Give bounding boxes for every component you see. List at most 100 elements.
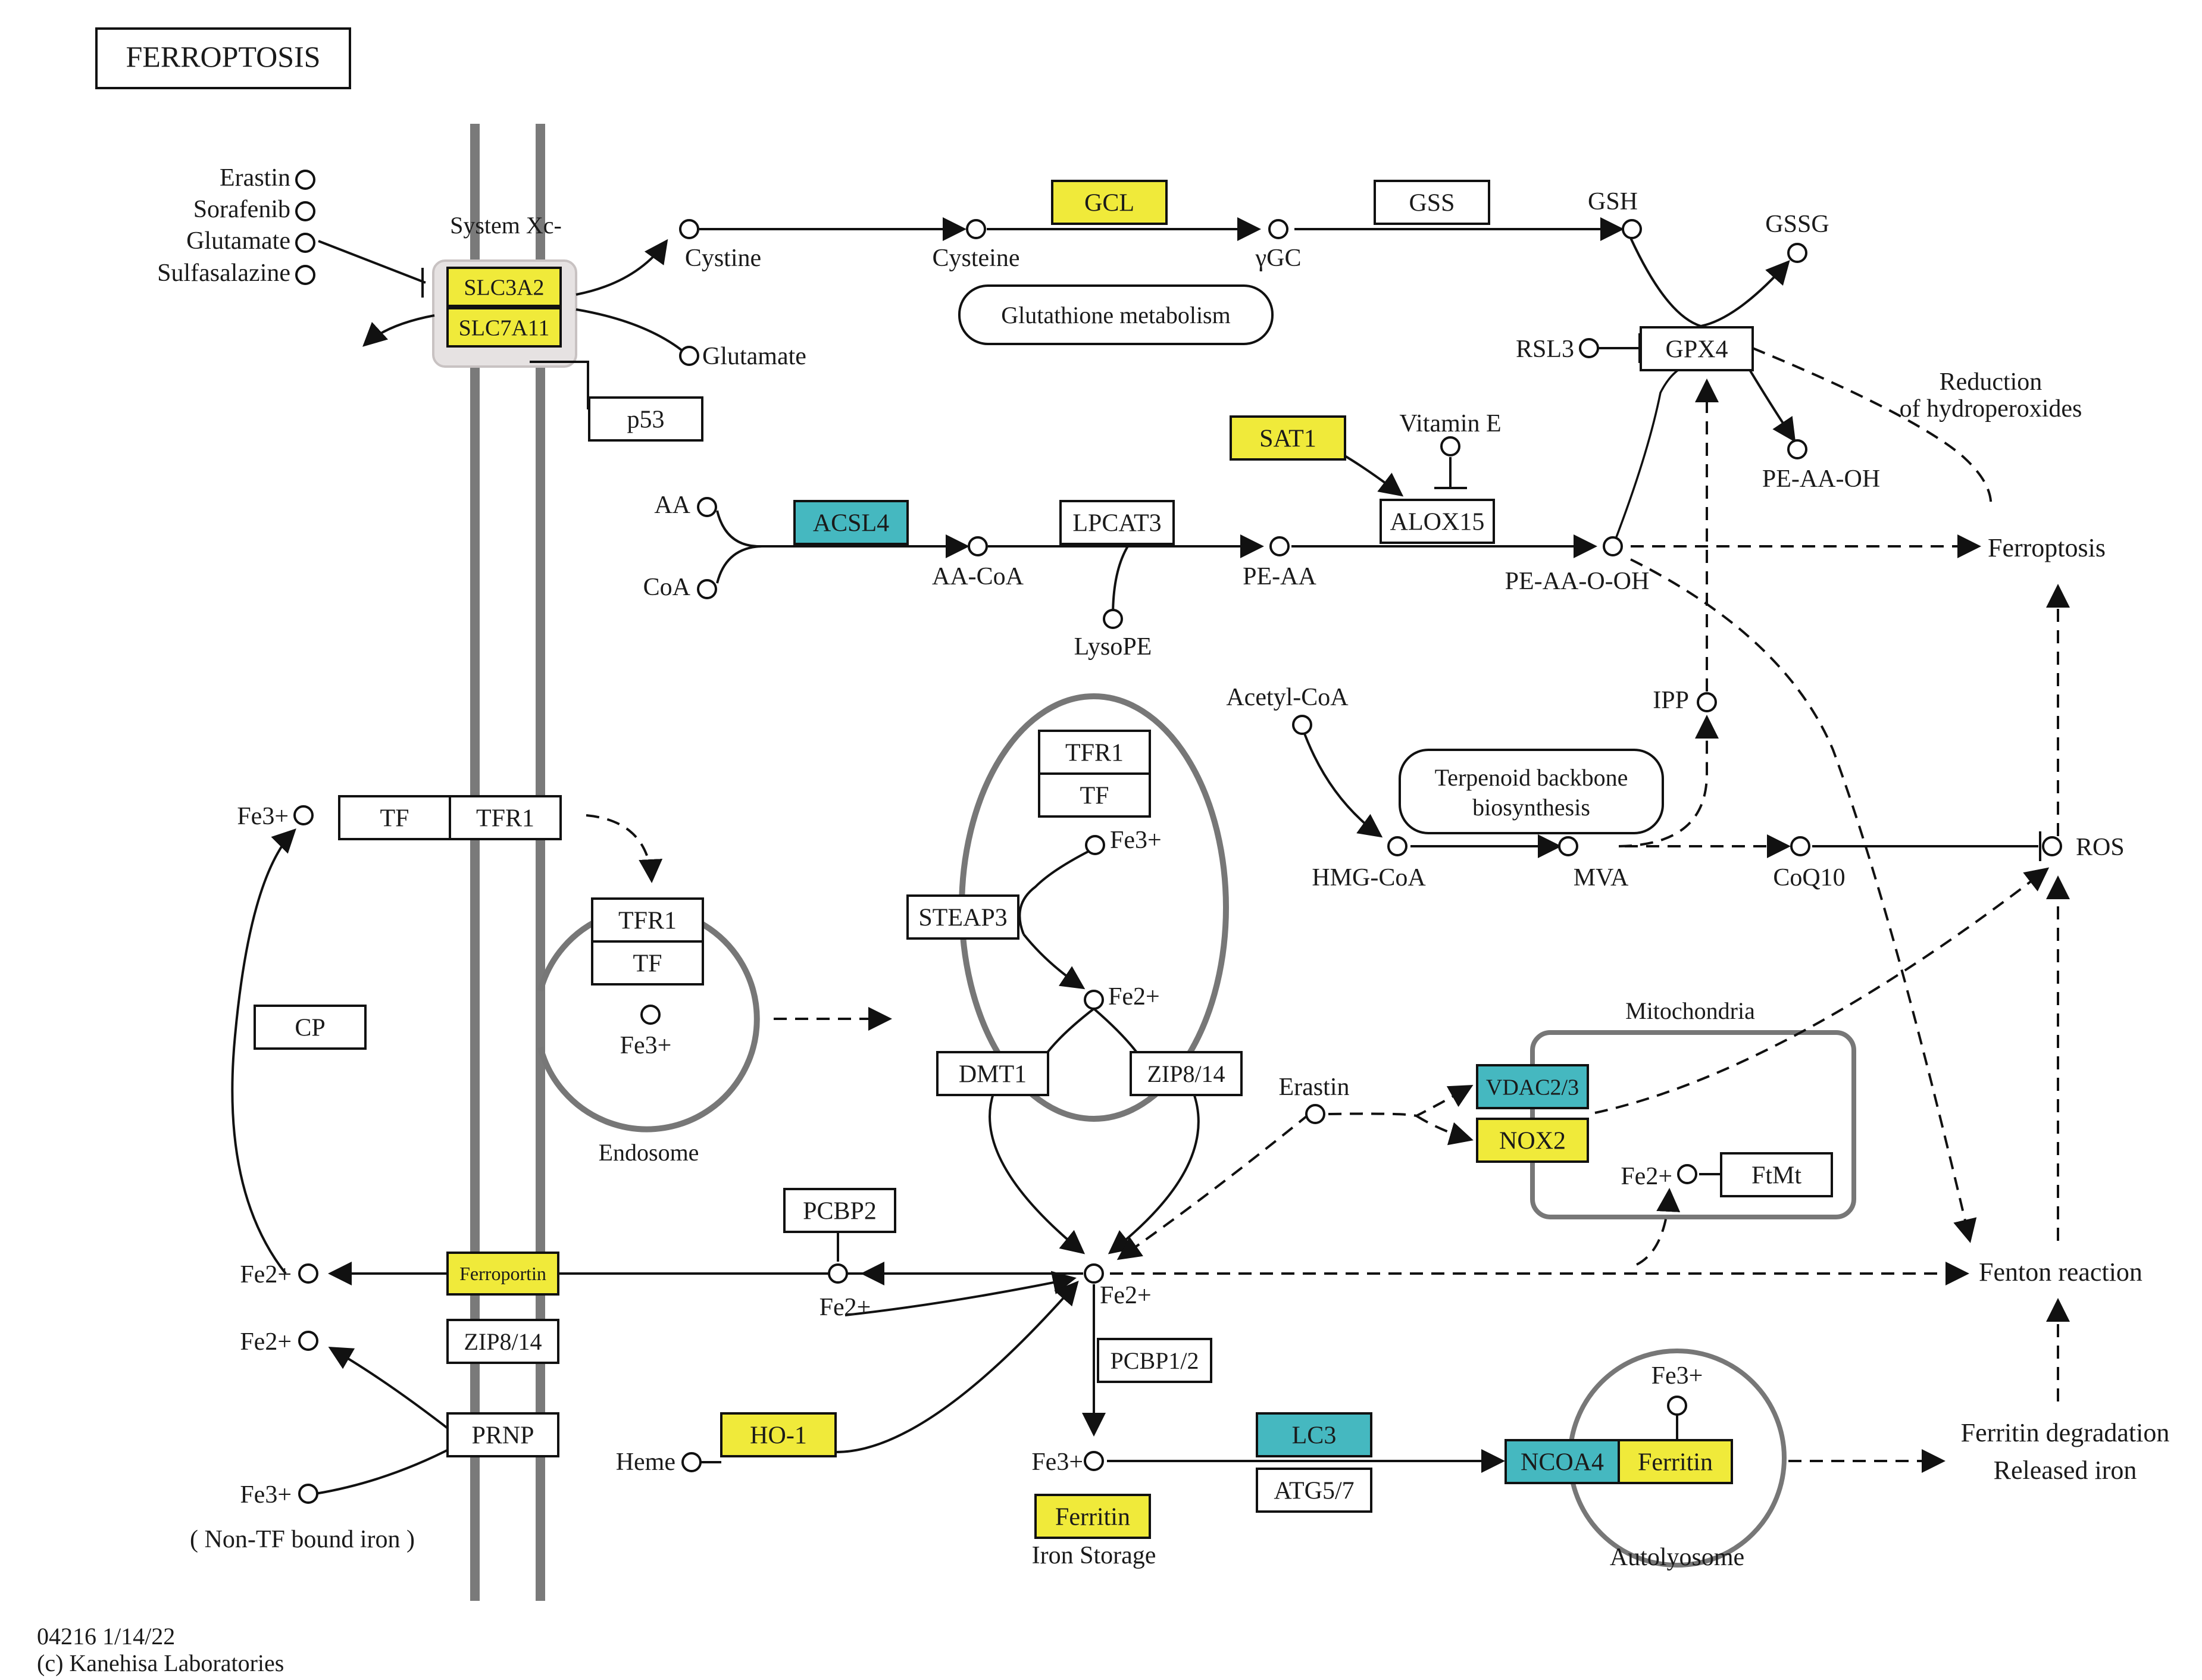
gene-slc3a2[interactable]: SLC3A2 (446, 267, 562, 307)
gene-ncoa4[interactable]: NCOA4 (1505, 1439, 1620, 1484)
gene-ferroportin[interactable]: Ferroportin (446, 1252, 559, 1296)
compound-pe-aa-o-oh[interactable]: PE-AA-O-OH (1505, 536, 1650, 595)
compound-label: Fe2+ (240, 1328, 292, 1356)
compound-glutamate-right[interactable]: Glutamate (679, 343, 806, 370)
compound-label: γGC (1255, 245, 1302, 272)
gene-zip814-mem[interactable]: ZIP8/14 (446, 1319, 559, 1364)
gene-gss[interactable]: GSS (1374, 180, 1490, 225)
gene-tfr1-endo[interactable]: TFR1 (591, 897, 704, 943)
compound-fe2-pcbp2[interactable]: Fe2+ (820, 1263, 871, 1321)
gene-steap3[interactable]: STEAP3 (906, 894, 1019, 940)
map-link-label: Terpenoid backbone (1435, 764, 1628, 791)
compound-sulfasalazine[interactable]: Sulfasalazine (157, 259, 315, 287)
gene-slc7a11[interactable]: SLC7A11 (446, 307, 562, 348)
compound-fe2-zip[interactable]: Fe2+ (240, 1328, 318, 1356)
gene-label: GCL (1084, 190, 1134, 217)
compound-cystine[interactable]: Cystine (679, 219, 761, 272)
compound-label: Erastin (1279, 1074, 1350, 1101)
compound-label: Sorafenib (193, 196, 290, 223)
gene-pcbp12[interactable]: PCBP1/2 (1097, 1338, 1212, 1383)
compound-ros[interactable]: ROS (2042, 834, 2125, 861)
gene-gcl[interactable]: GCL (1051, 180, 1168, 225)
gene-dmt1[interactable]: DMT1 (936, 1051, 1049, 1096)
compound-hmg-coa[interactable]: HMG-CoA (1312, 836, 1426, 891)
map-link-label: Glutathione metabolism (1001, 302, 1231, 329)
compound-aa[interactable]: AA (654, 492, 717, 519)
compound-pe-aa-oh[interactable]: PE-AA-OH (1762, 439, 1880, 493)
gene-zip814-cycle[interactable]: ZIP8/14 (1130, 1051, 1243, 1096)
gene-vdac23[interactable]: VDAC2/3 (1476, 1064, 1589, 1109)
gene-tfr1-outer[interactable]: TFR1 (449, 795, 562, 840)
compound-erastin-top[interactable]: Erastin (220, 164, 315, 192)
compound-fe3-nontf[interactable]: Fe3+ (240, 1481, 318, 1509)
compound-sorafenib[interactable]: Sorafenib (193, 196, 315, 223)
gene-ferritin-store[interactable]: Ferritin (1034, 1494, 1151, 1539)
compound-fe3-store[interactable]: Fe3+ (1031, 1449, 1104, 1476)
compound-coq10[interactable]: CoQ10 (1773, 836, 1846, 891)
compound-glutamate-left[interactable]: Glutamate (186, 227, 315, 255)
gene-cp[interactable]: CP (254, 1005, 367, 1050)
compound-label: Fe3+ (1031, 1449, 1083, 1476)
gene-tf-cycle[interactable]: TF (1038, 772, 1151, 818)
compound-ipp[interactable]: IPP (1653, 687, 1717, 714)
gene-sat1[interactable]: SAT1 (1230, 415, 1346, 461)
compound-label: Fe2+ (1108, 983, 1160, 1010)
reduction-label: Reduction (1940, 368, 2043, 396)
gene-p53[interactable]: p53 (588, 396, 703, 442)
gene-prnp[interactable]: PRNP (446, 1412, 559, 1457)
compound-fe2-cycle[interactable]: Fe2+ (1084, 983, 1160, 1010)
endosome-label: Endosome (599, 1139, 699, 1166)
compound-fe3-tf[interactable]: Fe3+ (237, 803, 314, 830)
gene-tf-outer[interactable]: TF (338, 795, 451, 840)
compound-cysteine[interactable]: Cysteine (933, 219, 1020, 272)
compound-fe3-auto[interactable]: Fe3+ (1652, 1362, 1703, 1416)
gene-tf-endo[interactable]: TF (591, 940, 704, 986)
compound-pe-aa[interactable]: PE-AA (1243, 536, 1316, 590)
gene-label: TF (633, 950, 662, 978)
gene-nox2[interactable]: NOX2 (1476, 1118, 1589, 1163)
compound-vitamin-e[interactable]: Vitamin E (1399, 410, 1502, 456)
compound-aa-coa[interactable]: AA-CoA (932, 536, 1024, 590)
compound-label: AA (654, 492, 690, 519)
gene-label: TF (1080, 783, 1109, 810)
gene-label: Ferroportin (459, 1263, 546, 1284)
gene-label: p53 (627, 406, 665, 434)
compound-label: Sulfasalazine (157, 259, 290, 287)
compound-ygc[interactable]: γGC (1255, 219, 1302, 272)
compound-fe3-endo[interactable]: Fe3+ (620, 1005, 672, 1059)
gene-lc3[interactable]: LC3 (1256, 1412, 1372, 1457)
gene-acsl4[interactable]: ACSL4 (793, 500, 909, 545)
gene-ftmt[interactable]: FtMt (1720, 1152, 1833, 1197)
gene-atg57[interactable]: ATG5/7 (1256, 1468, 1372, 1513)
compound-label: IPP (1653, 687, 1689, 714)
compound-fe2-out[interactable]: Fe2+ (240, 1261, 318, 1288)
gene-pcbp2[interactable]: PCBP2 (783, 1188, 896, 1233)
gene-ho1[interactable]: HO-1 (720, 1412, 837, 1457)
compound-label: Fe2+ (1621, 1163, 1672, 1190)
fenton-reaction-label: Fenton reaction (1979, 1257, 2142, 1287)
compound-erastin-mid[interactable]: Erastin (1279, 1074, 1350, 1124)
compound-fe2-mito[interactable]: Fe2+ (1621, 1163, 1697, 1190)
compound-fe3-cycle[interactable]: Fe3+ (1085, 827, 1162, 855)
gene-label: TFR1 (476, 805, 534, 833)
compound-fe2-pool[interactable]: Fe2+ (1084, 1263, 1152, 1309)
compound-label: Acetyl-CoA (1226, 684, 1349, 711)
indirect-edges (586, 347, 2070, 1473)
gene-gpx4[interactable]: GPX4 (1640, 326, 1754, 371)
map-link-glutathione[interactable]: Glutathione metabolism (958, 284, 1274, 345)
gene-tfr1-cycle[interactable]: TFR1 (1038, 730, 1151, 775)
gene-alox15[interactable]: ALOX15 (1380, 499, 1495, 544)
compound-gssg[interactable]: GSSG (1765, 211, 1829, 263)
compound-acetyl-coa[interactable]: Acetyl-CoA (1226, 684, 1349, 735)
compound-lysope[interactable]: LysoPE (1074, 609, 1152, 661)
compound-gsh[interactable]: GSH (1588, 188, 1642, 239)
compound-mva[interactable]: MVA (1558, 836, 1629, 891)
gene-ferritin-auto[interactable]: Ferritin (1618, 1439, 1733, 1484)
compound-heme[interactable]: Heme (616, 1449, 702, 1476)
gene-label: TFR1 (1065, 740, 1124, 767)
gene-lpcat3[interactable]: LPCAT3 (1059, 500, 1175, 545)
compound-rsl3[interactable]: RSL3 (1516, 336, 1599, 363)
compound-coa[interactable]: CoA (643, 574, 717, 601)
